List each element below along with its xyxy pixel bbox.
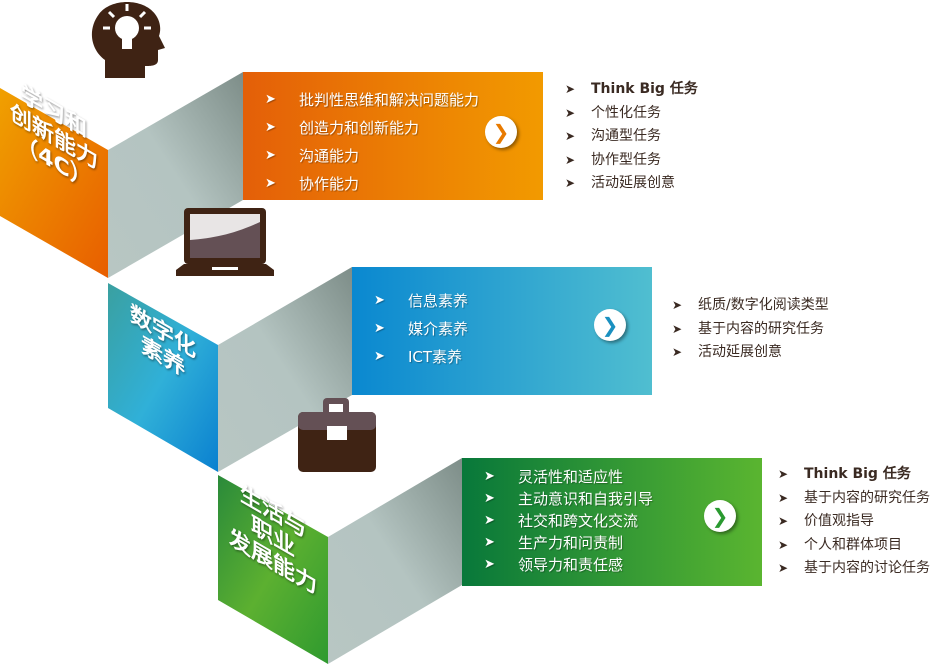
skill-item: ➤领导力和责任感 <box>484 556 624 574</box>
task-item: ➤基于内容的研究任务 <box>778 489 930 506</box>
task-item: ➤价值观指导 <box>778 513 874 529</box>
side-face-learning <box>0 88 108 278</box>
task-item: ➤沟通型任务 <box>565 128 661 144</box>
lightbulb-head-icon <box>91 2 165 78</box>
task-item: ➤Think Big 任务 <box>565 81 698 97</box>
grey-face-3 <box>328 458 462 664</box>
task-list-life: ➤Think Big 任务 ➤基于内容的研究任务 ➤价值观指导 ➤个人和群体项目… <box>778 463 930 581</box>
next-arrow-button[interactable]: ❯ <box>594 309 626 341</box>
task-item: ➤协作型任务 <box>565 151 661 168</box>
skill-item: ➤灵活性和适应性 <box>484 468 624 486</box>
next-arrow-button[interactable]: ❯ <box>704 500 736 532</box>
skill-item: ➤沟通能力 <box>265 147 360 165</box>
skill-item: ➤生产力和问责制 <box>484 534 624 552</box>
next-arrow-button[interactable]: ❯ <box>485 116 517 148</box>
skills-box-life: ➤灵活性和适应性 ➤主动意识和自我引导 ➤社交和跨文化交流 ➤生产力和问责制 ➤… <box>462 458 762 586</box>
task-item: ➤活动延展创意 <box>672 344 782 360</box>
task-item: ➤基于内容的讨论任务 <box>778 560 930 576</box>
side-face-digital <box>108 283 218 472</box>
task-item: ➤基于内容的研究任务 <box>672 320 824 337</box>
skill-item: ➤创造力和创新能力 <box>265 119 420 137</box>
skill-item: ➤协作能力 <box>265 175 360 193</box>
skill-item: ➤主动意识和自我引导 <box>484 490 654 508</box>
task-item: ➤活动延展创意 <box>565 175 675 191</box>
skill-item: ➤ICT素养 <box>374 348 463 366</box>
skill-item: ➤信息素养 <box>374 292 469 310</box>
task-list-learning: ➤Think Big 任务 ➤个性化任务 ➤沟通型任务 ➤协作型任务 ➤活动延展… <box>565 78 698 196</box>
laptop-icon <box>176 208 274 276</box>
task-item: ➤纸质/数字化阅读类型 <box>672 297 829 313</box>
task-item: ➤Think Big 任务 <box>778 466 911 482</box>
task-list-digital: ➤纸质/数字化阅读类型 ➤基于内容的研究任务 ➤活动延展创意 <box>672 294 829 365</box>
briefcase-icon <box>298 398 376 472</box>
skill-item: ➤社交和跨文化交流 <box>484 512 639 530</box>
skill-item: ➤批判性思维和解决问题能力 <box>265 91 480 109</box>
task-item: ➤个人和群体项目 <box>778 536 902 553</box>
task-item: ➤个性化任务 <box>565 104 661 121</box>
skills-box-digital: ➤信息素养 ➤媒介素养 ➤ICT素养 ❯ <box>352 267 652 395</box>
grey-face-2 <box>218 267 352 472</box>
grey-face-1 <box>108 72 243 278</box>
skill-item: ➤媒介素养 <box>374 320 469 338</box>
side-face-life <box>218 475 328 664</box>
skills-box-learning: ➤批判性思维和解决问题能力 ➤创造力和创新能力 ➤沟通能力 ➤协作能力 ❯ <box>243 72 543 200</box>
